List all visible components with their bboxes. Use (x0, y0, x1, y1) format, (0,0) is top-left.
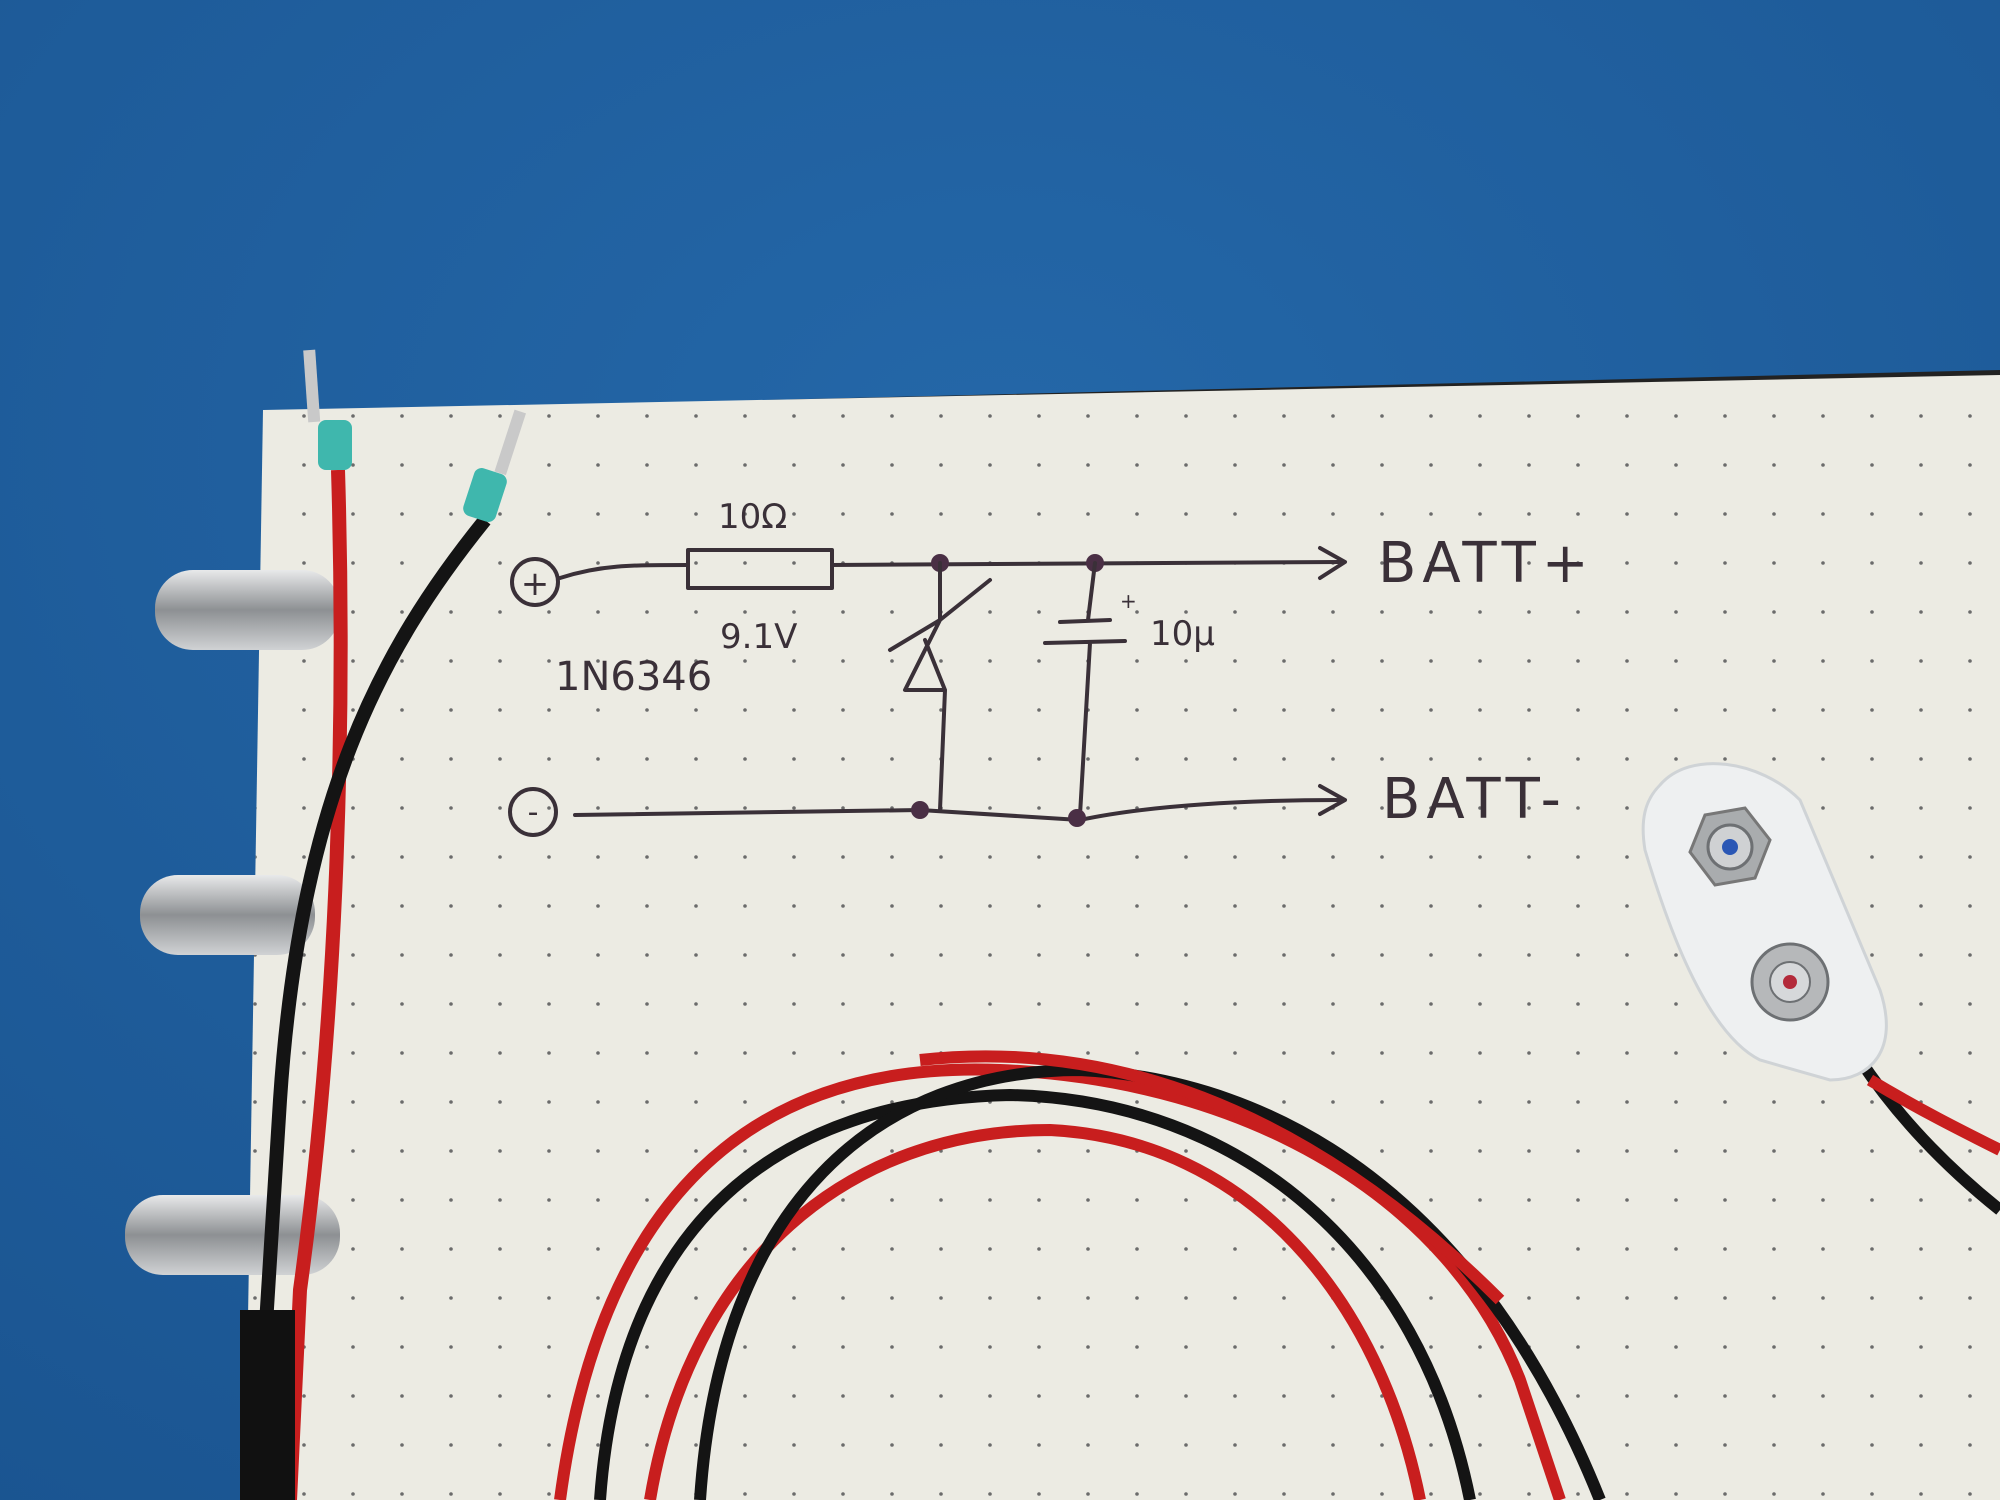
ferrule-black (463, 468, 507, 522)
capacitor-value-label: 10µ (1150, 614, 1215, 654)
binder-ring (155, 570, 340, 650)
coiled-battery-leads (554, 1050, 2000, 1500)
pin-black (494, 409, 526, 476)
resistor-symbol (686, 548, 834, 590)
binder-rings (125, 570, 340, 1275)
input-positive-label: + (521, 564, 550, 604)
capacitor-symbol (1043, 561, 1127, 817)
zener-part-label: 1N6346 (555, 654, 712, 700)
input-positive-terminal (510, 557, 560, 607)
resistor-value-label: 10Ω (718, 497, 787, 537)
zener-diode-symbol (888, 561, 992, 812)
batt-plus-label: BATT+ (1378, 531, 1595, 596)
binder-ring (125, 1195, 340, 1275)
binder-ring (140, 875, 315, 955)
capacitor-polarity: + (1120, 589, 1137, 613)
dot-grid (245, 375, 2000, 1500)
batt-minus-label: BATT- (1382, 767, 1567, 832)
ferrule-red (318, 420, 352, 470)
battery-snap-clip (1641, 762, 1888, 1082)
input-negative-terminal (508, 787, 558, 837)
heat-shrink (240, 1310, 295, 1500)
pin-red (303, 349, 321, 423)
schematic-drawing: + + - 10Ω 9.1V 1N6346 10µ BATT+ BATT- (508, 497, 1595, 837)
input-negative-label: - (528, 795, 539, 830)
zener-voltage-label: 9.1V (720, 617, 797, 657)
left-leads (240, 349, 526, 1500)
